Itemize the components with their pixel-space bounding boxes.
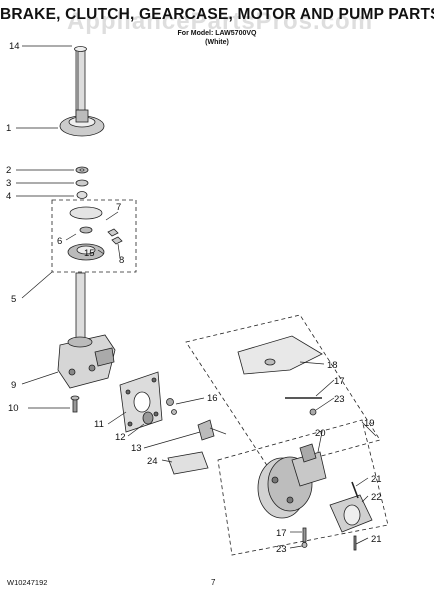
brake-hub-part <box>59 109 105 137</box>
motor-rod-part <box>285 397 322 416</box>
callout-9: 9 <box>11 380 16 391</box>
page-title: BRAKE, CLUTCH, GEARCASE, MOTOR AND PUMP … <box>0 6 434 23</box>
callout-numbers: 14 1 2 3 4 5 6 7 8 15 9 10 11 12 13 24 1… <box>6 41 382 555</box>
callout-22: 22 <box>371 492 382 503</box>
pump-clip-part <box>351 481 359 499</box>
clip-part <box>166 398 177 415</box>
washer-part <box>75 166 89 174</box>
upper-shaft-part <box>74 46 87 121</box>
model-line: For Model: LAW5700VQ <box>177 30 257 37</box>
callout-7: 7 <box>116 202 121 213</box>
callout-4: 4 <box>6 191 11 202</box>
callout-15: 15 <box>84 248 95 259</box>
seal-part <box>142 411 154 425</box>
callout-18: 18 <box>327 360 338 371</box>
callout-24: 24 <box>147 456 158 467</box>
pump-part <box>329 494 373 551</box>
callout-19: 19 <box>364 418 375 429</box>
agitator-shaft-part <box>75 272 86 344</box>
spring-clip-part <box>75 179 89 187</box>
callout-21-lower: 21 <box>371 534 382 545</box>
callout-23-lower: 23 <box>276 544 287 555</box>
callout-2: 2 <box>6 165 11 176</box>
model-subtitle: For Model: LAW5700VQ (White) <box>0 29 434 47</box>
callout-13: 13 <box>131 443 142 454</box>
screw-part <box>301 527 308 548</box>
callout-6: 6 <box>57 236 62 247</box>
callout-5: 5 <box>11 294 16 305</box>
color-line: (White) <box>205 39 229 46</box>
callout-1: 1 <box>6 123 11 134</box>
callout-17-upper: 17 <box>334 376 345 387</box>
callout-23-upper: 23 <box>334 394 345 405</box>
callout-14: 14 <box>9 41 20 52</box>
callout-20: 20 <box>315 428 326 439</box>
callout-21-upper: 21 <box>371 474 382 485</box>
callout-17-lower: 17 <box>276 528 287 539</box>
callout-10: 10 <box>8 403 19 414</box>
callout-12: 12 <box>115 432 126 443</box>
callout-16: 16 <box>207 393 218 404</box>
gearcase-part <box>57 334 116 389</box>
leader-lines <box>16 45 377 549</box>
motor-shield-part <box>237 335 323 375</box>
bolt-part <box>70 395 80 413</box>
document-number: W10247192 <box>7 578 48 587</box>
impeller-part <box>197 419 227 441</box>
callout-11: 11 <box>94 419 104 430</box>
watermark: AppliancePartsPros.com <box>66 8 374 35</box>
clutch-assembly-part <box>67 206 123 261</box>
motor-part <box>257 443 327 519</box>
pump-cover-part <box>119 371 163 433</box>
retainer-part <box>76 191 88 199</box>
callout-3: 3 <box>6 178 11 189</box>
callout-8: 8 <box>119 255 124 266</box>
pad-part <box>167 451 209 475</box>
page-number: 7 <box>211 578 216 587</box>
